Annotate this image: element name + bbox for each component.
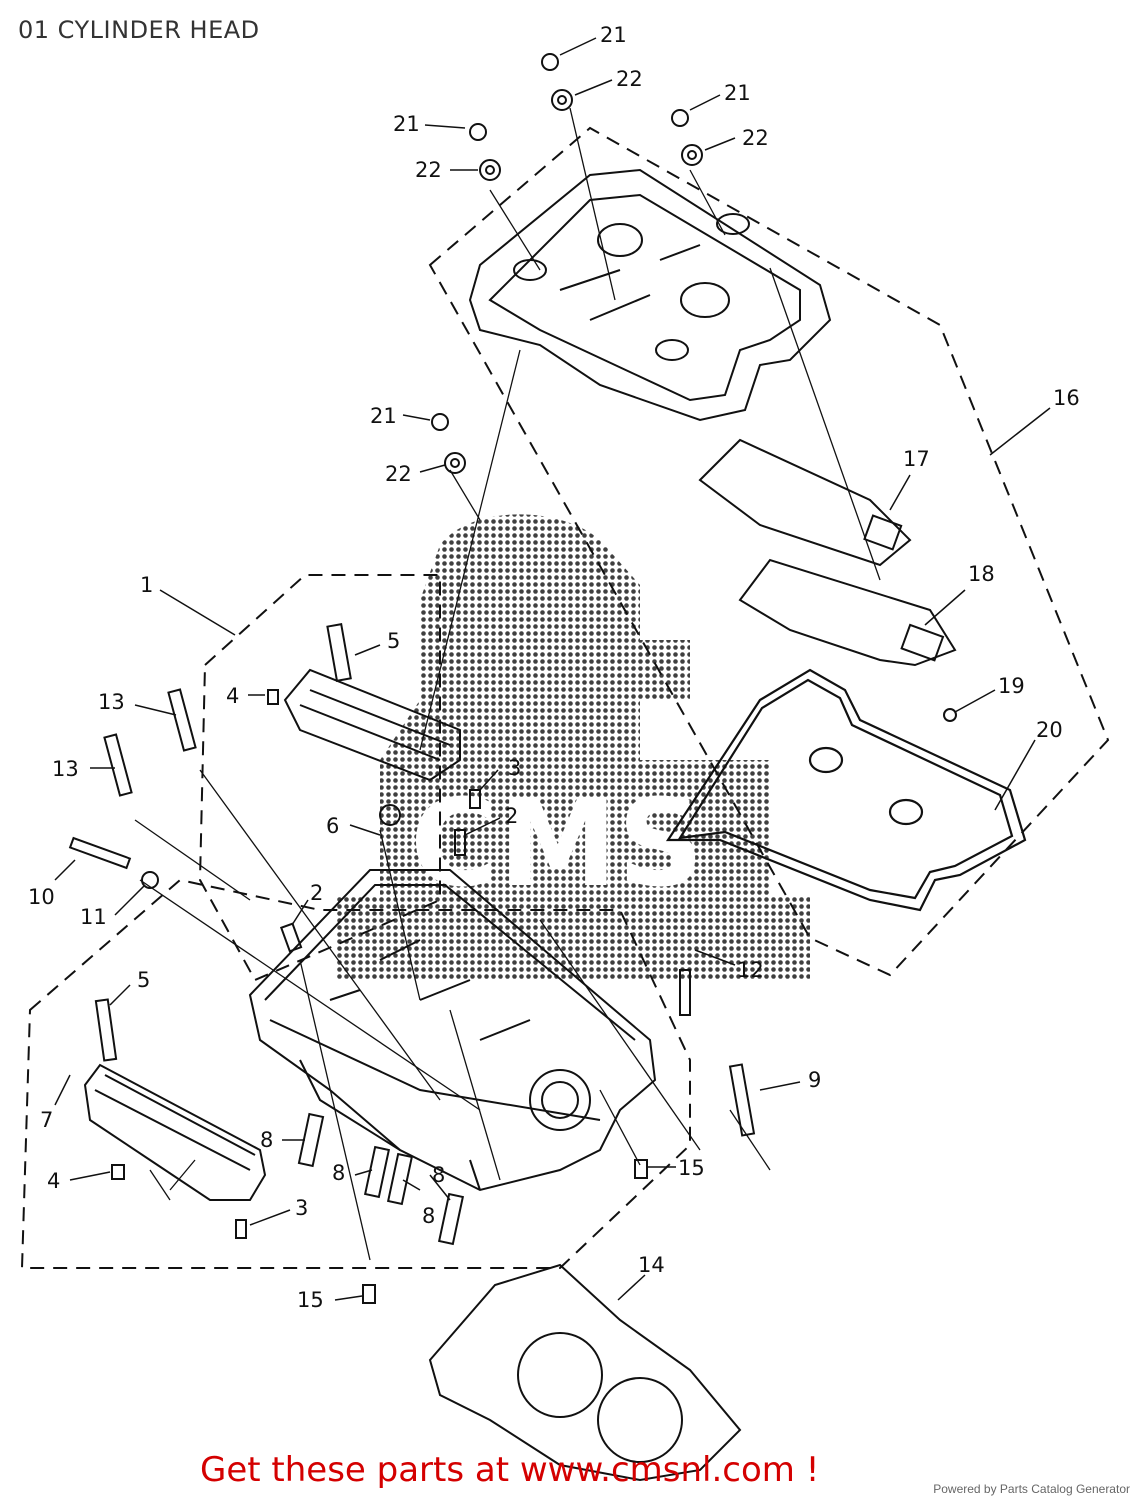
callout-21-left: 21 [393, 112, 420, 136]
callout-7: 7 [40, 1108, 53, 1132]
valve-cover-gasket [665, 668, 1027, 912]
small-parts [68, 53, 957, 1304]
callout-16: 16 [1053, 386, 1080, 410]
callout-18: 18 [968, 562, 995, 586]
callout-numbers: 21 22 21 22 21 22 21 22 16 17 18 19 20 1… [28, 23, 1080, 1312]
callout-9: 9 [808, 1068, 821, 1092]
callout-20: 20 [1036, 718, 1063, 742]
callout-14: 14 [638, 1253, 665, 1277]
cylinder-head-gasket [428, 1263, 742, 1482]
callout-15-right: 15 [678, 1156, 705, 1180]
callout-13-upper: 13 [98, 690, 125, 714]
callout-1: 1 [140, 573, 153, 597]
callout-2-upper: 2 [505, 804, 518, 828]
callout-pointers [54, 37, 1051, 1301]
callout-10: 10 [28, 885, 55, 909]
callout-3-upper: 3 [508, 756, 521, 780]
cms-watermark-logo: CMS [335, 514, 810, 980]
breather-plates [698, 438, 957, 667]
callout-5-lower: 5 [137, 968, 150, 992]
cylinder-head-body [248, 869, 657, 1192]
callout-22-left: 22 [415, 158, 442, 182]
callout-8-b: 8 [332, 1161, 345, 1185]
camshaft-holder-lower [83, 998, 267, 1201]
callout-22-top: 22 [616, 67, 643, 91]
callout-15-left: 15 [297, 1288, 324, 1312]
svg-text:CMS: CMS [410, 775, 704, 914]
callout-6: 6 [326, 814, 339, 838]
camshaft-holder-upper [283, 623, 461, 782]
callout-8-a: 8 [260, 1128, 273, 1152]
leader-lines [134, 107, 881, 1261]
callout-4-lower: 4 [47, 1169, 60, 1193]
callout-2-lower: 2 [310, 881, 323, 905]
callout-19: 19 [998, 674, 1025, 698]
callout-17: 17 [903, 447, 930, 471]
valve-cover [468, 168, 832, 422]
callout-21-right: 21 [724, 81, 751, 105]
page-title: 01 CYLINDER HEAD [18, 16, 260, 44]
callout-11: 11 [80, 905, 107, 929]
callout-21-top: 21 [600, 23, 627, 47]
callout-22-mid: 22 [385, 462, 412, 486]
callout-22-right: 22 [742, 126, 769, 150]
callout-12: 12 [737, 958, 764, 982]
callout-3-lower: 3 [295, 1196, 308, 1220]
callout-8-c: 8 [432, 1163, 445, 1187]
group-outlines [20, 126, 1110, 1269]
callout-5-upper: 5 [387, 629, 400, 653]
callout-4-upper: 4 [226, 684, 239, 708]
powered-by-text: Powered by Parts Catalog Generator [933, 1482, 1130, 1496]
callout-13-lower: 13 [52, 757, 79, 781]
callout-8-d: 8 [422, 1204, 435, 1228]
callout-21-mid: 21 [370, 404, 397, 428]
cta-banner[interactable]: Get these parts at www.cmsnl.com ! [200, 1450, 820, 1490]
